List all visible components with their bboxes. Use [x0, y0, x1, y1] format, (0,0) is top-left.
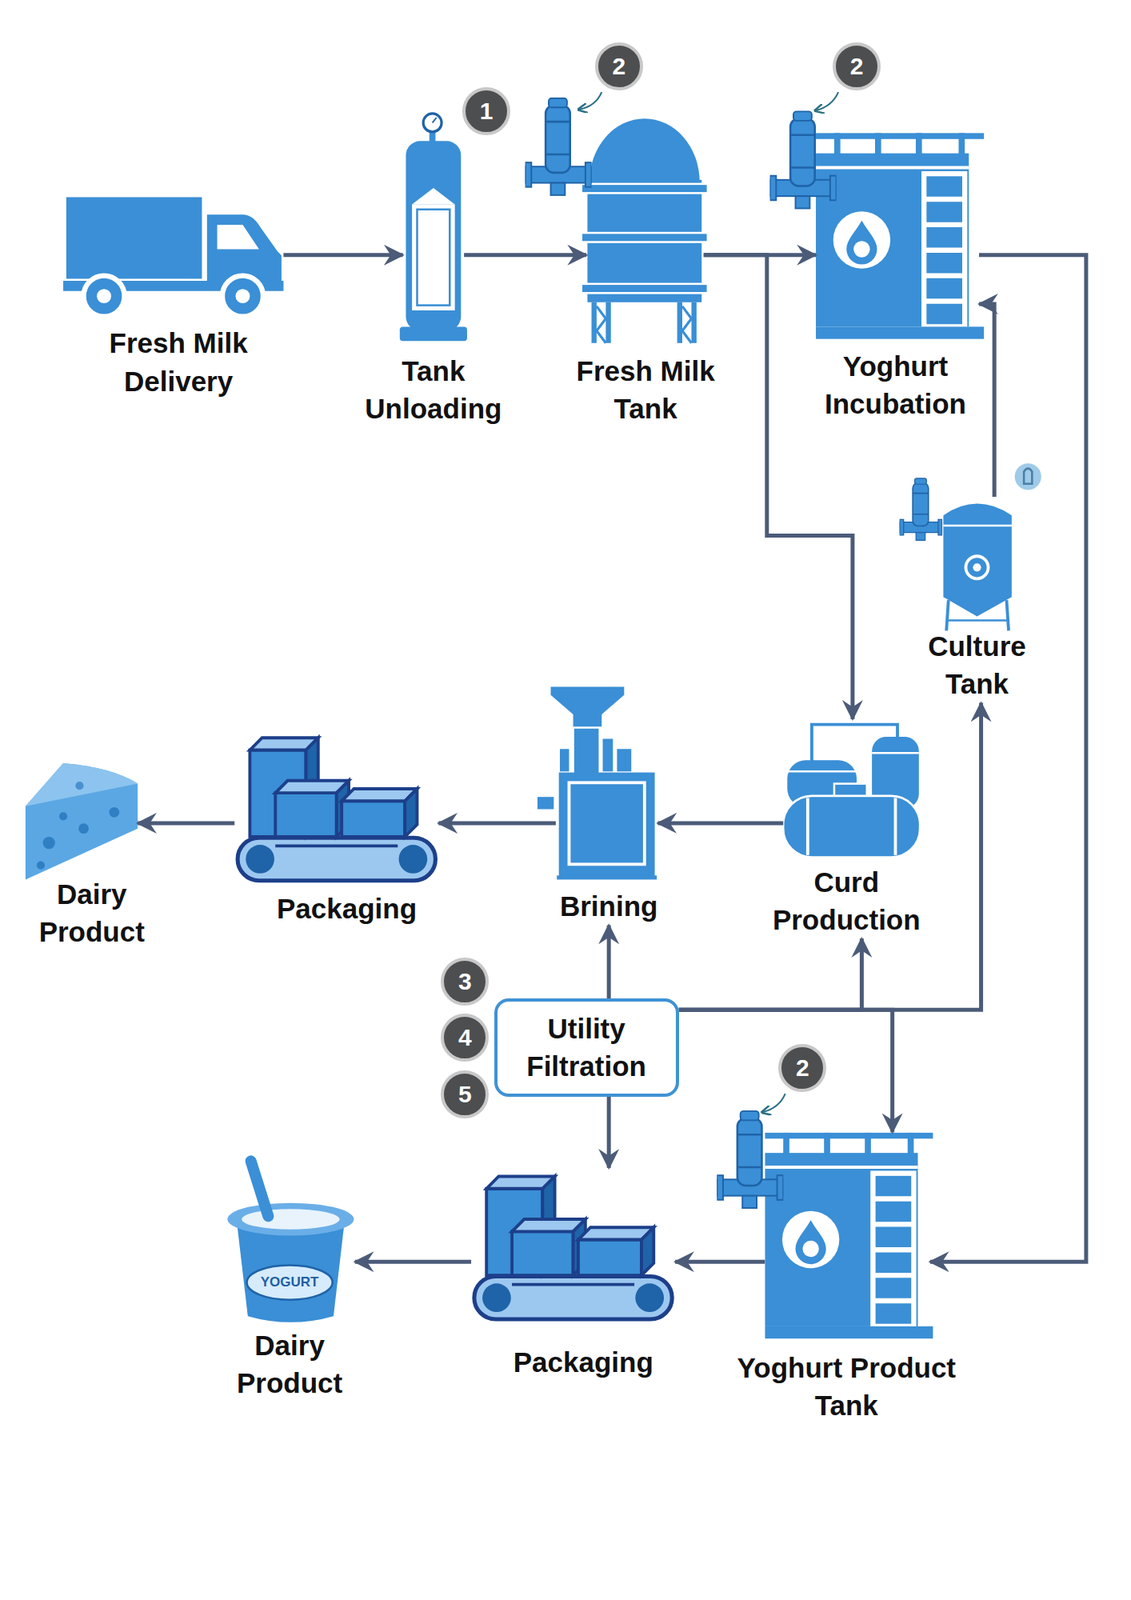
- callout-leaders: [579, 91, 839, 1112]
- callout-number: 2: [778, 1043, 827, 1092]
- equipment-node: Brining: [555, 685, 659, 926]
- callout-number: 1: [462, 87, 511, 136]
- node-label: Packaging: [491, 1342, 676, 1381]
- callout-number: 5: [440, 1070, 489, 1119]
- flow-arrow: [703, 255, 853, 720]
- flow-arrow: [679, 703, 982, 1011]
- node-label: Utility Filtration: [510, 1009, 664, 1086]
- equipment-node: Curd Production: [783, 719, 920, 939]
- equipment-node: Dairy Product: [22, 759, 138, 952]
- equipment-node: Fresh Milk Delivery: [63, 195, 284, 400]
- callout-number: 2: [595, 42, 644, 91]
- product-tank-icon: [716, 1111, 933, 1339]
- node-label: Packaging: [255, 889, 440, 928]
- yogurt-cup: [227, 1160, 354, 1322]
- node-label: Culture Tank: [900, 627, 1054, 704]
- node-label: Dairy Product: [20, 875, 164, 952]
- flow-arrow: [607, 1096, 612, 1168]
- flow-arrow: [283, 252, 403, 257]
- flow-arrow: [137, 820, 235, 825]
- flow-arrow: [679, 1009, 893, 1132]
- brining-machine: [537, 686, 657, 880]
- flow-arrow: [679, 938, 863, 1010]
- flow-arrow: [675, 1259, 765, 1264]
- equipment-node: Yoghurt Product Tank: [764, 1131, 931, 1424]
- flow-arrow: [438, 820, 556, 825]
- flow-arrow: [657, 820, 784, 825]
- node-label: Fresh Milk Tank: [559, 351, 733, 428]
- callout-number: 4: [440, 1013, 489, 1062]
- node-label: Brining: [527, 887, 691, 925]
- node-label: Yoghurt Incubation: [808, 347, 983, 424]
- equipment-node: Packaging: [234, 729, 439, 928]
- flow-arrow: [355, 1259, 472, 1264]
- equipment-node: Fresh Milk Tank: [586, 117, 704, 428]
- callout-number: 3: [440, 957, 489, 1006]
- callout-number: 2: [832, 42, 881, 91]
- equipment-node: Packaging: [471, 1167, 676, 1382]
- equipment-node: Yoghurt Incubation: [815, 132, 980, 423]
- process-box: Utility Filtration: [494, 998, 680, 1097]
- incubation-tank: [770, 111, 985, 339]
- fresh-milk-tank: [525, 98, 708, 344]
- node-label: Dairy Product: [218, 1326, 362, 1403]
- node-label: Tank Unloading: [347, 351, 521, 428]
- node-label: Yoghurt Product Tank: [734, 1348, 960, 1425]
- flow-arrow: [607, 925, 612, 1000]
- cheese-wedge: [25, 763, 138, 880]
- culture-tank-icon: [899, 462, 1043, 631]
- equipment-node: Tank Unloading: [403, 111, 465, 428]
- curd-vats: [783, 724, 920, 858]
- flow-arrow: [463, 252, 587, 257]
- equipment-node: Culture Tank: [938, 496, 1016, 704]
- product-label: YOGURT: [260, 1274, 320, 1291]
- unloading-tank: [399, 113, 468, 341]
- node-label: Fresh Milk Delivery: [89, 323, 268, 400]
- delivery-truck: [63, 196, 284, 316]
- node-label: Curd Production: [757, 863, 936, 940]
- flow-arrow: [979, 303, 995, 497]
